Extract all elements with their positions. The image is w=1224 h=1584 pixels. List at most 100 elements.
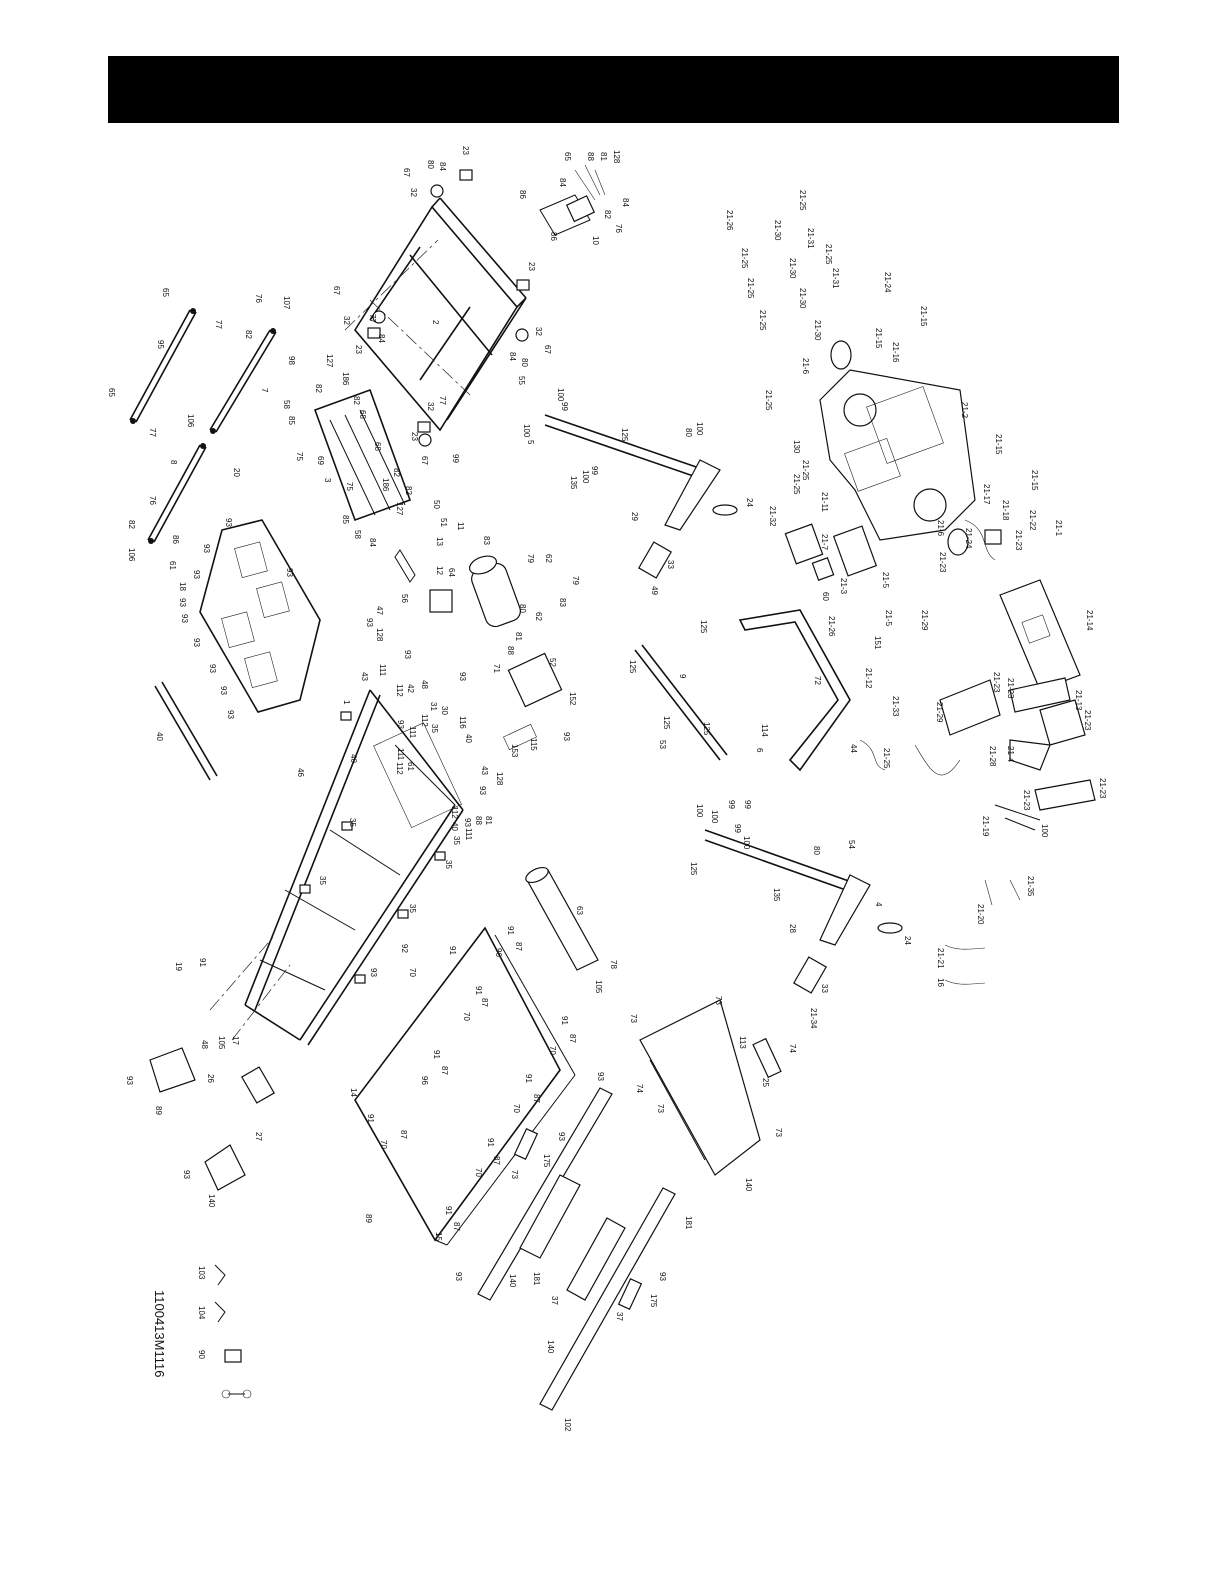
callout-label: 93: [596, 1072, 605, 1081]
callout-label: 21-1: [1054, 520, 1063, 537]
upright-right: [704, 829, 903, 994]
callout-label: 21-15: [994, 434, 1003, 455]
callout-label: 81: [514, 632, 523, 641]
callout-label: 21-22: [1028, 510, 1037, 531]
callout-label: 48: [200, 1040, 209, 1049]
callout-label: 85: [341, 515, 350, 524]
callout-label: 93: [285, 568, 294, 577]
callout-label: 26: [206, 1074, 215, 1083]
wire-21-35: [984, 879, 993, 906]
console-board: [999, 579, 1081, 691]
callout-label: 100: [695, 804, 704, 818]
callout-label: 86: [549, 232, 558, 241]
callout-label: 21-29: [920, 610, 929, 631]
callout-label: 92: [400, 944, 409, 953]
tools: [214, 1264, 252, 1399]
callout-label: 21-6: [801, 358, 810, 375]
callout-label: 107: [282, 296, 291, 310]
callout-label: 82: [392, 468, 401, 477]
callout-label: 27: [254, 1132, 263, 1141]
callout-label: 21-25: [882, 748, 891, 769]
callout-label: 70: [408, 968, 417, 977]
callout-label: 81: [599, 152, 608, 161]
callout-label: 70: [474, 1168, 483, 1177]
callout-label: 125: [689, 862, 698, 876]
callout-label: 21-5: [881, 572, 890, 589]
callout-label: 125: [699, 620, 708, 634]
callout-label: 23: [527, 262, 536, 271]
callout-label: 21-34: [809, 1008, 818, 1029]
callout-label: 30: [440, 706, 449, 715]
callout-label: 74: [635, 1084, 644, 1093]
overlay-21-13: [1039, 699, 1086, 746]
callout-label: 93: [658, 1272, 667, 1281]
callout-label: 111: [464, 828, 473, 841]
callout-label: 93: [192, 638, 201, 647]
callout-label: 21-3: [839, 578, 848, 595]
callout-label: 186: [381, 478, 390, 492]
callout-label: 90: [197, 1350, 206, 1359]
callout-label: 181: [532, 1272, 541, 1286]
callout-label: 2: [431, 320, 440, 325]
callout-label: 52: [548, 658, 557, 667]
callout-label: 102: [563, 1418, 572, 1432]
callout-label: 114: [760, 724, 769, 737]
callout-label: 84: [508, 352, 517, 361]
callout-label: 93: [369, 968, 378, 977]
callout-label: 112: [420, 714, 429, 727]
callout-label: 6: [755, 748, 764, 753]
callout-label: 21-16: [891, 342, 900, 363]
callout-label: 76: [148, 496, 157, 505]
callout-label: 91: [474, 986, 483, 995]
end-cap-26: [149, 1047, 196, 1093]
upright-frame: [344, 169, 530, 447]
callout-label: 13: [435, 537, 444, 546]
callout-label: 128: [375, 628, 384, 642]
elevation-frame: [313, 388, 412, 522]
base-plate: [199, 519, 321, 713]
callout-label: 21-30: [773, 220, 782, 241]
callout-label: 73: [714, 996, 723, 1005]
callout-label: 140: [508, 1274, 517, 1288]
callout-label: 5: [526, 440, 535, 445]
callout-label: 112: [395, 762, 404, 775]
callout-label: 100: [695, 422, 704, 436]
wire-21-20: [944, 944, 986, 950]
callout-label: 86: [171, 535, 180, 544]
callout-label: 83: [482, 536, 491, 545]
callout-label: 77: [214, 320, 223, 329]
callout-label: 100: [581, 470, 590, 484]
callout-label: 77: [438, 396, 447, 405]
callout-label: 21-11: [820, 492, 829, 512]
overlay-21-14: [939, 679, 1001, 736]
callout-label: 81: [484, 816, 493, 825]
callout-label: 35: [348, 818, 357, 827]
callout-label: 87: [514, 942, 523, 951]
wire-21-34: [1009, 879, 1021, 901]
callout-label: 21-19: [981, 816, 990, 837]
callout-label: 93: [192, 570, 201, 579]
callout-label: 21-35: [1026, 876, 1035, 897]
callout-label: 61: [406, 762, 415, 771]
callout-label: 15: [434, 1232, 443, 1241]
callout-label: 21-18: [1001, 500, 1010, 521]
callout-label: 40: [155, 732, 164, 741]
callout-label: 9: [678, 674, 687, 679]
callout-label: 84: [438, 162, 447, 171]
callout-label: 58: [282, 400, 291, 409]
callout-label: 69: [316, 456, 325, 465]
callout-label: 21-23: [1083, 710, 1092, 731]
callout-label: 56: [400, 594, 409, 603]
cable-44: [914, 744, 961, 776]
callout-label: 140: [744, 1178, 753, 1192]
callout-label: 24: [903, 936, 912, 945]
callout-label: 21-15: [919, 306, 928, 327]
callout-label: 93: [365, 618, 374, 627]
callout-label: 77: [148, 428, 157, 437]
callout-label: 135: [569, 476, 578, 490]
motor-assembly: [394, 549, 521, 628]
callout-label: 80: [812, 846, 821, 855]
callout-label: 84: [558, 178, 567, 187]
callout-label: 11: [456, 522, 465, 531]
callout-label: 125: [662, 716, 671, 730]
